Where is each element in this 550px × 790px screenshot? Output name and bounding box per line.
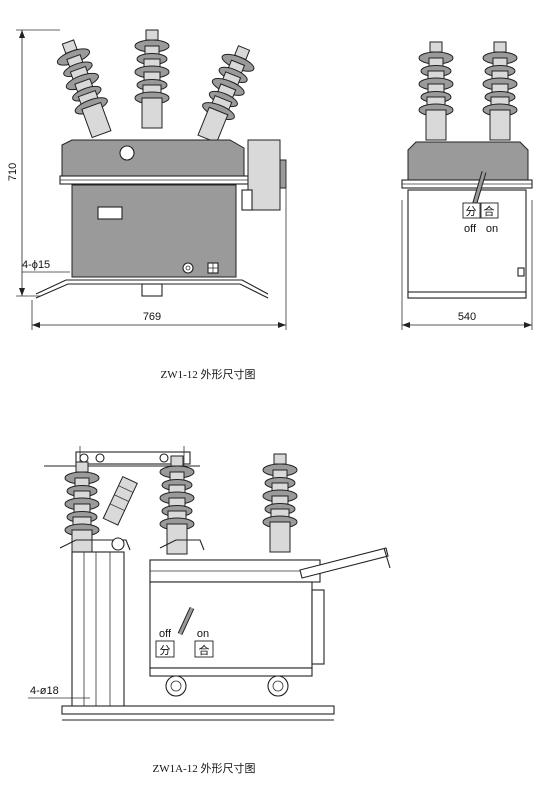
wheel-right (267, 675, 289, 697)
width-dimension: 769 (143, 311, 161, 323)
height-dimension: 710 (7, 163, 19, 181)
wheel-left (165, 675, 187, 697)
top-housing (61, 139, 245, 179)
nameplate (97, 206, 123, 220)
main-tank (71, 184, 237, 278)
insulator-right (191, 41, 261, 146)
mechanism-box (247, 139, 281, 211)
drawing1-front-view: 710 4-ϕ15 769 (7, 29, 287, 330)
caption-2: ZW1A-12 外形尺寸图 (153, 761, 256, 775)
fen-label-1: 分 (466, 205, 477, 218)
insulator-side-right (482, 41, 518, 141)
insulator-d2-left (64, 461, 100, 561)
on-label-2: on (197, 628, 209, 640)
operating-lever (299, 547, 389, 579)
top-circle (119, 145, 135, 161)
off-label-2: off (159, 628, 172, 640)
off-label-1: off (464, 223, 477, 235)
side-width-dimension: 540 (458, 311, 476, 323)
support-column (71, 551, 125, 711)
hole-label-2: 4-ø18 (30, 685, 59, 697)
drawing1-side-view: 分 合 off on 540 (401, 41, 533, 330)
insulator-d2-center (159, 455, 195, 555)
insulator-side-left (418, 41, 454, 141)
drawing2-view: off on 分 合 4-ø18 (28, 446, 391, 721)
caption-1: ZW1-12 外形尺寸图 (160, 367, 255, 381)
fen-label-2: 分 (160, 644, 171, 657)
he-label-2: 合 (199, 643, 210, 657)
d2-base (61, 705, 335, 715)
insulator-left (51, 35, 118, 141)
he-label-1: 合 (484, 204, 495, 218)
insulator-d2-right (262, 453, 298, 553)
insulator-center (134, 29, 170, 129)
on-label-1: on (486, 223, 498, 235)
hole-label-1: 4-ϕ15 (22, 259, 50, 271)
